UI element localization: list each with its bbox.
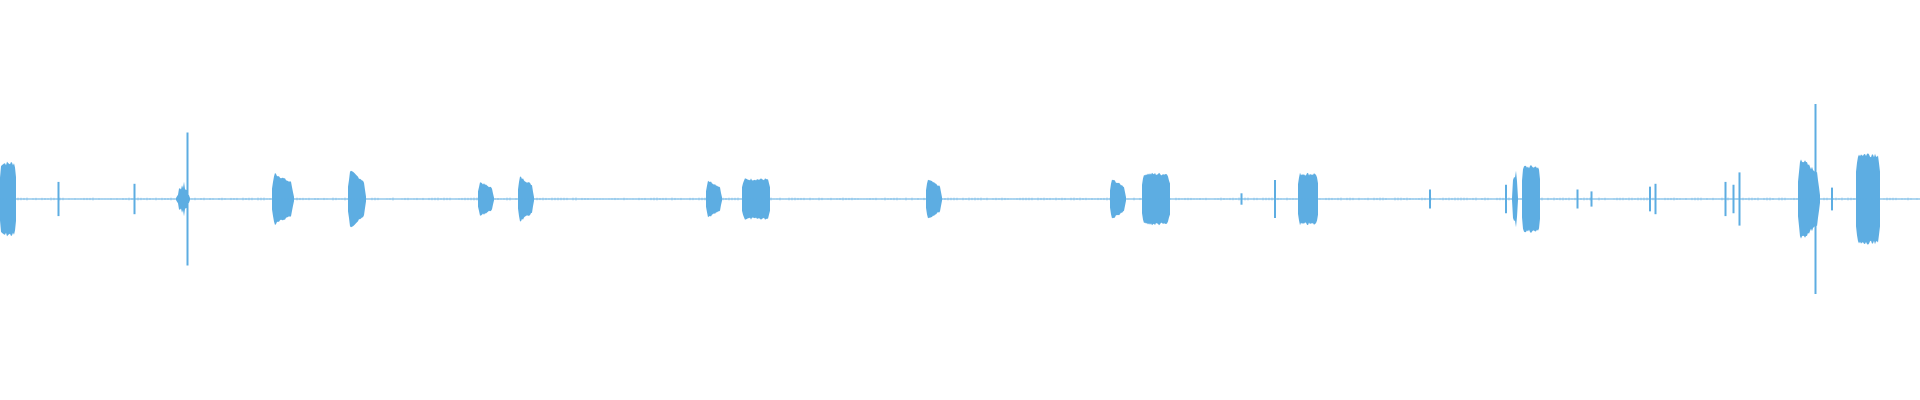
waveform-clip <box>926 179 942 219</box>
waveform-clips <box>0 104 1918 294</box>
waveform-clip <box>272 173 294 225</box>
waveform-clip <box>1110 179 1126 219</box>
waveform-clip <box>0 161 16 237</box>
waveform-clip <box>1522 165 1540 233</box>
waveform-clip <box>518 176 534 222</box>
waveform-clip <box>1856 153 1880 245</box>
waveform-clip <box>1142 172 1170 226</box>
